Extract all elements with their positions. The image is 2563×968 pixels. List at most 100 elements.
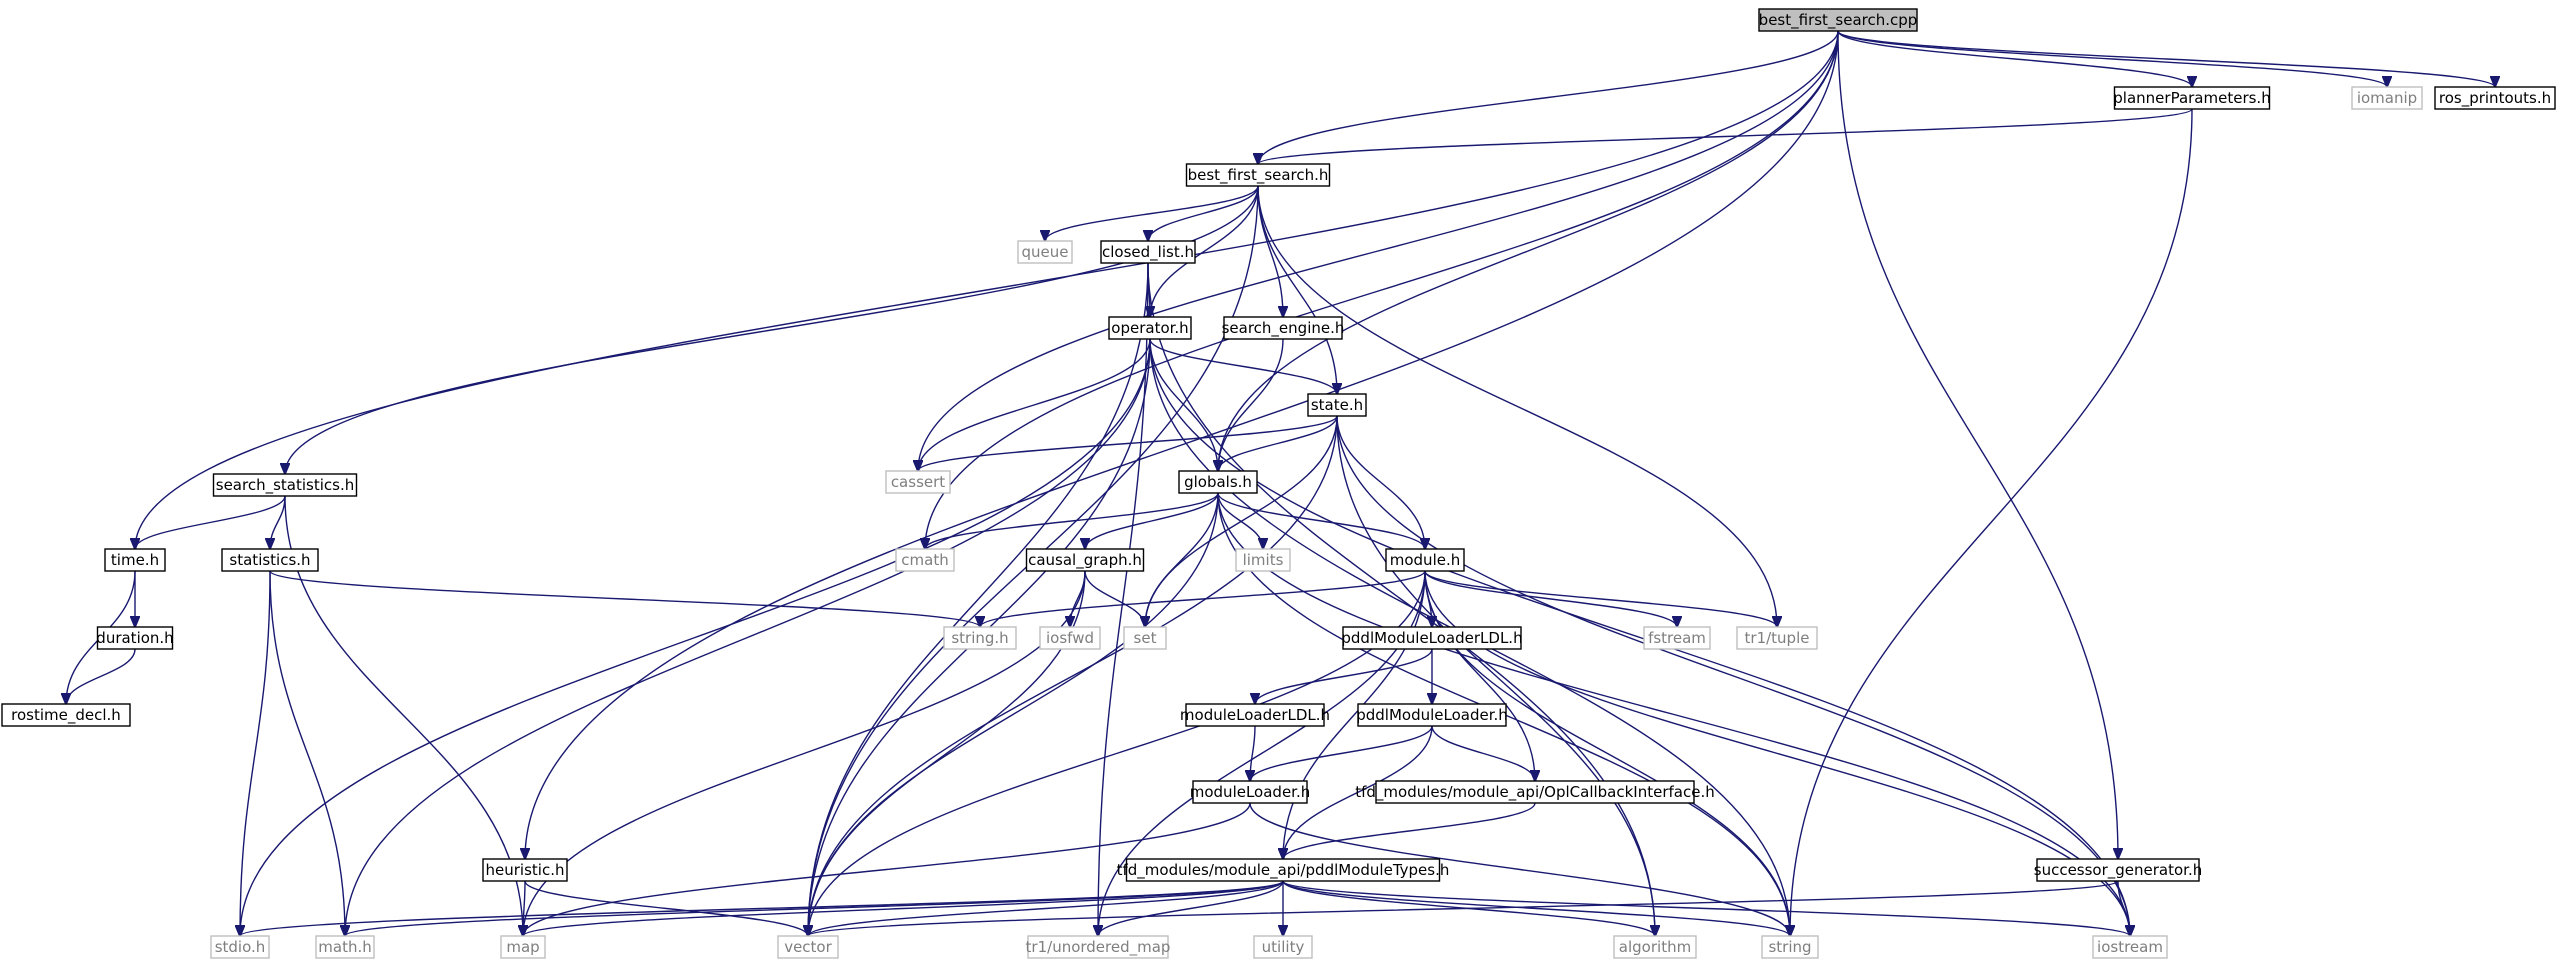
- node-operator[interactable]: operator.h: [1108, 316, 1192, 340]
- node-plannerParameters-box[interactable]: [2113, 86, 2271, 110]
- node-rostime_decl-label: rostime_decl.h: [11, 706, 121, 725]
- node-statistics-box[interactable]: [221, 548, 319, 572]
- node-time_h[interactable]: time.h: [104, 548, 166, 572]
- node-iomanip: iomanip: [2351, 86, 2423, 110]
- node-heuristic-box[interactable]: [482, 858, 568, 882]
- edge-heuristic-to-vector: [524, 880, 808, 936]
- node-globals-box[interactable]: [1178, 470, 1258, 494]
- node-ros_printouts-box[interactable]: [2434, 86, 2556, 110]
- node-causal_graph[interactable]: causal_graph.h: [1025, 548, 1145, 572]
- node-operator-label: operator.h: [1111, 319, 1188, 337]
- node-pddlModuleLoaderLDL[interactable]: pddlModuleLoaderLDL.h: [1341, 626, 1523, 650]
- edge-module-to-oplCallback: [1424, 570, 1535, 781]
- node-pddlModuleLoader-box[interactable]: [1357, 703, 1507, 727]
- edge-search_statistics-to-time_h: [135, 495, 286, 549]
- node-bfs_h-box[interactable]: [1185, 163, 1331, 187]
- node-math_h-label: math.h: [318, 938, 371, 956]
- edge-root-to-cassert: [918, 30, 1839, 471]
- node-duration-box[interactable]: [96, 626, 174, 650]
- node-pddlModuleLoader[interactable]: pddlModuleLoader.h: [1356, 703, 1508, 727]
- node-pddlModuleLoaderLDL-box[interactable]: [1342, 626, 1522, 650]
- node-statistics[interactable]: statistics.h: [221, 548, 319, 572]
- node-oplCallback[interactable]: tfd_modules/module_api/OplCallbackInterf…: [1355, 780, 1715, 804]
- edge-causal_graph-to-set: [1084, 570, 1145, 627]
- edge-plannerParameters-to-string: [1790, 108, 2193, 936]
- edge-operator-to-globals: [1149, 338, 1218, 471]
- node-vector-box: [777, 935, 839, 959]
- node-search_statistics-box[interactable]: [212, 473, 358, 497]
- node-search_statistics[interactable]: search_statistics.h: [212, 473, 358, 497]
- node-queue: queue: [1017, 240, 1073, 264]
- node-limits-label: limits: [1243, 551, 1284, 569]
- node-rostime_decl-box[interactable]: [1, 703, 131, 727]
- node-algorithm-box: [1613, 935, 1697, 959]
- node-iostream: iostream: [2092, 935, 2168, 959]
- edge-state-to-cassert: [918, 415, 1338, 471]
- node-queue-box: [1017, 240, 1073, 264]
- node-state-box[interactable]: [1307, 393, 1367, 417]
- node-closed_list[interactable]: closed_list.h: [1100, 240, 1196, 264]
- node-operator-box[interactable]: [1108, 316, 1192, 340]
- node-map-box: [500, 935, 546, 959]
- node-oplCallback-label: tfd_modules/module_api/OplCallbackInterf…: [1355, 783, 1715, 802]
- node-cassert-box: [885, 470, 951, 494]
- node-causal_graph-label: causal_graph.h: [1028, 551, 1142, 570]
- edge-pddlModuleTypes-to-map: [523, 880, 1284, 936]
- node-moduleLoaderLDL-box[interactable]: [1185, 703, 1325, 727]
- node-module-box[interactable]: [1385, 548, 1465, 572]
- edge-statistics-to-string_h: [269, 570, 980, 627]
- node-successor_generator-box[interactable]: [2036, 858, 2200, 882]
- node-moduleLoader[interactable]: moduleLoader.h: [1190, 780, 1311, 804]
- edge-module-to-pddlModuleTypes: [1283, 570, 1426, 859]
- node-vector-label: vector: [784, 938, 832, 956]
- node-cassert-label: cassert: [891, 473, 945, 491]
- node-map-label: map: [506, 938, 539, 956]
- node-pddlModuleTypes-label: tfd_modules/module_api/pddlModuleTypes.h: [1117, 861, 1450, 880]
- node-root-box[interactable]: [1758, 8, 1918, 32]
- node-successor_generator[interactable]: successor_generator.h: [2034, 858, 2203, 882]
- node-causal_graph-box[interactable]: [1025, 548, 1145, 572]
- node-string-label: string: [1768, 938, 1811, 956]
- node-stdio-label: stdio.h: [215, 938, 266, 956]
- node-moduleLoaderLDL[interactable]: moduleLoaderLDL.h: [1180, 703, 1330, 727]
- node-duration-label: duration.h: [96, 629, 173, 647]
- node-globals[interactable]: globals.h: [1178, 470, 1258, 494]
- edge-moduleLoader-to-string: [1249, 802, 1790, 936]
- edge-plannerParameters-to-bfs_h: [1258, 108, 2193, 164]
- node-oplCallback-box[interactable]: [1375, 780, 1695, 804]
- node-time_h-box[interactable]: [104, 548, 166, 572]
- edge-closed_list-to-vector: [808, 262, 1149, 936]
- node-ros_printouts[interactable]: ros_printouts.h: [2434, 86, 2556, 110]
- node-heuristic-label: heuristic.h: [486, 861, 565, 879]
- node-bfs_h[interactable]: best_first_search.h: [1185, 163, 1331, 187]
- node-utility-label: utility: [1262, 938, 1305, 956]
- node-heuristic[interactable]: heuristic.h: [482, 858, 568, 882]
- node-vector: vector: [777, 935, 839, 959]
- node-pddlModuleTypes-box[interactable]: [1125, 858, 1441, 882]
- node-search_engine[interactable]: search_engine.h: [1222, 316, 1345, 340]
- node-fstream-box: [1643, 626, 1711, 650]
- node-duration[interactable]: duration.h: [96, 626, 174, 650]
- node-plannerParameters[interactable]: plannerParameters.h: [2113, 86, 2271, 110]
- node-rostime_decl[interactable]: rostime_decl.h: [1, 703, 131, 727]
- node-state[interactable]: state.h: [1307, 393, 1367, 417]
- node-closed_list-box[interactable]: [1100, 240, 1196, 264]
- edge-bfs_h-to-closed_list: [1148, 185, 1259, 241]
- node-time_h-label: time.h: [111, 551, 159, 569]
- node-string-box: [1761, 935, 1819, 959]
- edge-successor_generator-to-iostream: [2117, 880, 2130, 936]
- node-tr1_tuple-box: [1736, 626, 1818, 650]
- node-search_engine-box[interactable]: [1223, 316, 1343, 340]
- node-cassert: cassert: [885, 470, 951, 494]
- edge-globals-to-cmath: [925, 492, 1219, 549]
- node-pddlModuleTypes[interactable]: tfd_modules/module_api/pddlModuleTypes.h: [1117, 858, 1450, 882]
- node-closed_list-label: closed_list.h: [1102, 243, 1194, 262]
- edge-pddlModuleTypes-to-iostream: [1282, 880, 2130, 936]
- edge-state-to-iostream: [1336, 415, 2130, 936]
- node-root[interactable]: best_first_search.cpp: [1758, 8, 1918, 32]
- node-tr1_unordered_map: tr1/unordered_map: [1026, 935, 1170, 959]
- node-moduleLoader-box[interactable]: [1192, 780, 1308, 804]
- node-module[interactable]: module.h: [1385, 548, 1465, 572]
- edge-pddlModuleLoader-to-oplCallback: [1431, 725, 1535, 781]
- edge-moduleLoaderLDL-to-moduleLoader: [1250, 725, 1256, 781]
